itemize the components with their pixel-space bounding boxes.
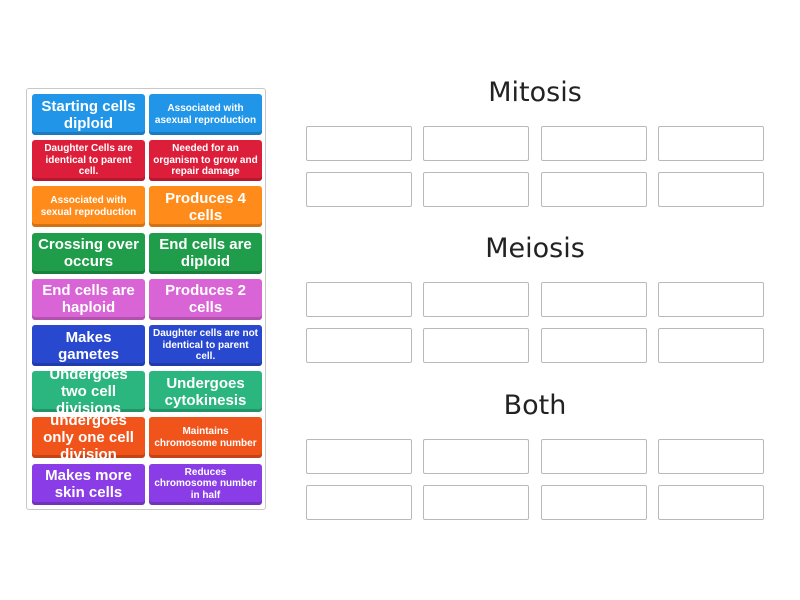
card-label: End cells are diploid [159, 236, 252, 271]
card-label: Needed for an organism to grow and repai… [153, 143, 258, 178]
card-label: Undergoes cytokinesis [164, 374, 247, 409]
card-tile[interactable]: Produces 2 cells [149, 278, 262, 320]
card-tile[interactable]: Needed for an organism to grow and repai… [149, 140, 262, 182]
card-label: Reduces chromosome number in half [154, 466, 257, 501]
drop-slot[interactable] [306, 485, 412, 520]
card-tile[interactable]: Undergoes two cell divisions [32, 371, 145, 413]
card-label: Produces 4 cells [165, 189, 246, 224]
card-tile[interactable]: Undergoes cytokinesis [149, 371, 262, 413]
drop-slot[interactable] [658, 282, 764, 317]
card-label: Starting cells diploid [41, 97, 136, 132]
group-title-both: Both [503, 390, 567, 421]
card-tile[interactable]: Daughter cells are not identical to pare… [149, 325, 262, 366]
card-tile[interactable]: Crossing over occurs [32, 232, 145, 274]
drop-slot[interactable] [658, 172, 764, 207]
group-title-mitosis: Mitosis [488, 77, 582, 108]
drop-slot[interactable] [423, 282, 529, 317]
drop-slot[interactable] [541, 126, 647, 161]
group-title-meiosis: Meiosis [485, 233, 585, 264]
drop-slot[interactable] [423, 172, 529, 207]
card-label: Associated with sexual reproduction [40, 195, 137, 218]
drop-slot[interactable] [658, 126, 764, 161]
card-label: Produces 2 cells [165, 282, 246, 317]
card-tile[interactable]: Associated with sexual reproduction [32, 186, 145, 228]
card-label: Maintains chromosome number [154, 426, 257, 449]
drop-slot[interactable] [423, 328, 529, 363]
card-tile[interactable]: Makes gametes [32, 325, 145, 366]
drop-slot[interactable] [306, 439, 412, 474]
card-tile[interactable]: Reduces chromosome number in half [149, 463, 262, 505]
drop-slot[interactable] [423, 439, 529, 474]
card-tile[interactable]: Associated with asexual reproduction [149, 94, 262, 135]
drop-slot[interactable] [658, 328, 764, 363]
drop-slot[interactable] [541, 172, 647, 207]
drop-slot[interactable] [306, 282, 412, 317]
drop-slot[interactable] [423, 485, 529, 520]
drop-slot[interactable] [658, 439, 764, 474]
card-label: End cells are haploid [42, 282, 135, 317]
card-tile[interactable]: Produces 4 cells [149, 186, 262, 228]
card-tile[interactable]: undergoes only one cell division [32, 417, 145, 459]
drop-slot[interactable] [306, 126, 412, 161]
drop-slot[interactable] [306, 328, 412, 363]
drop-slot[interactable] [541, 485, 647, 520]
drop-slot[interactable] [423, 126, 529, 161]
card-label: Daughter cells are not identical to pare… [152, 328, 259, 363]
drop-slot[interactable] [306, 172, 412, 207]
drop-slot[interactable] [541, 282, 647, 317]
card-tile[interactable]: Maintains chromosome number [149, 417, 262, 459]
card-label: undergoes only one cell division [43, 417, 134, 459]
card-label: Makes more skin cells [45, 467, 132, 502]
card-label: Crossing over occurs [38, 236, 139, 271]
card-tile[interactable]: Daughter Cells are identical to parent c… [32, 140, 145, 182]
card-tile[interactable]: End cells are diploid [149, 232, 262, 274]
card-label: Makes gametes [58, 328, 119, 363]
card-label: Associated with asexual reproduction [154, 103, 257, 126]
card-bank: Starting cells diploid Associated with as… [26, 88, 266, 510]
drop-slot[interactable] [541, 328, 647, 363]
card-tile[interactable]: Makes more skin cells [32, 463, 145, 505]
card-tile[interactable]: End cells are haploid [32, 278, 145, 320]
card-tile[interactable]: Starting cells diploid [32, 94, 145, 135]
card-label: Daughter Cells are identical to parent c… [44, 143, 133, 178]
drop-slot[interactable] [658, 485, 764, 520]
drop-slot[interactable] [541, 439, 647, 474]
card-label: Undergoes two cell divisions [49, 371, 128, 413]
